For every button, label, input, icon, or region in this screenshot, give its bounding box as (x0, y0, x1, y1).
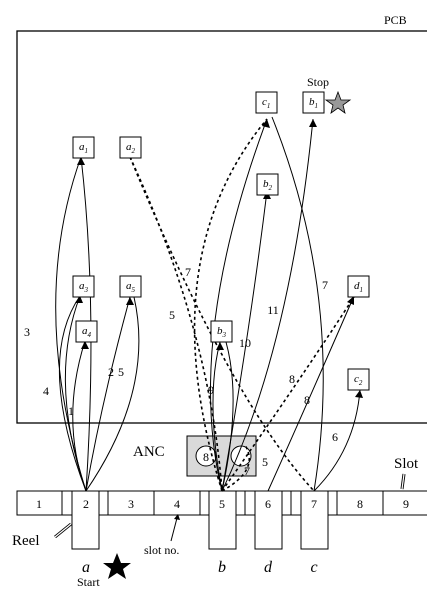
solid-move-paths (55, 116, 361, 492)
anc-hole (230, 445, 252, 467)
move-number: 1 (68, 404, 74, 418)
node-a1: a1 (72, 136, 95, 159)
anc-move-number: 7 (244, 464, 250, 478)
slot-number: 9 (403, 497, 409, 511)
svg-text:a5: a5 (126, 280, 136, 294)
svg-text:b3: b3 (217, 325, 227, 339)
move-number: 4 (43, 384, 49, 398)
feeder-reel-c (300, 490, 329, 550)
move-number: 7 (185, 265, 191, 279)
feeder-label-b: b (218, 559, 226, 576)
svg-text:c1: c1 (262, 96, 270, 110)
feeder-reel-d (254, 490, 283, 550)
feeder-label-c: c (310, 559, 317, 576)
node-c2: c2 (347, 368, 370, 391)
node-b3: b3 (210, 320, 233, 343)
move-number: 6 (332, 430, 338, 444)
move-number: 11 (267, 303, 279, 317)
reel-label: Reel (12, 533, 40, 549)
slot-number: 5 (219, 497, 225, 511)
move-number: 3 (24, 325, 30, 339)
svg-text:b2: b2 (263, 178, 273, 192)
feeder-reel-b (208, 490, 237, 550)
svg-text:a3: a3 (79, 280, 89, 294)
move-number: 8 (289, 372, 295, 386)
svg-text:d1: d1 (354, 280, 363, 294)
start-label: Start (77, 575, 100, 589)
feeder-reel-a (71, 490, 100, 550)
svg-text:a4: a4 (82, 325, 92, 339)
move-number: 5 (169, 308, 175, 322)
slot-number: 1 (36, 497, 42, 511)
arrowheads (75, 119, 363, 398)
node-b2: b2 (256, 173, 279, 196)
anc-move-number: 8 (203, 450, 209, 464)
move-number: 9 (208, 383, 214, 397)
feeder-label-d: d (264, 559, 273, 576)
node-b1: b1 (302, 91, 325, 114)
slot-number: 3 (128, 497, 134, 511)
anc-label: ANC (133, 444, 165, 460)
move-number: 5 (262, 455, 268, 469)
node-a4: a4 (75, 320, 98, 343)
slot-number: 2 (83, 497, 89, 511)
node-a5: a5 (119, 275, 142, 298)
node-c1: c1 (255, 91, 278, 114)
slot-number: 4 (174, 497, 180, 511)
svg-text:c2: c2 (354, 373, 363, 387)
move-number: 8 (304, 393, 310, 407)
node-a3: a3 (72, 275, 95, 298)
stop-star-icon (324, 90, 352, 114)
dashed-move-paths (129, 118, 355, 492)
stop-label: Stop (307, 75, 329, 89)
slot-number: 8 (357, 497, 363, 511)
slot-no-pointer (170, 517, 178, 542)
svg-text:a2: a2 (126, 141, 136, 155)
move-number: 7 (322, 278, 328, 292)
slot-no-label: slot no. (144, 543, 179, 557)
move-number: 2 (108, 365, 114, 379)
slot-number: 6 (265, 497, 271, 511)
move-number: 5 (118, 365, 124, 379)
pcb-board (16, 30, 427, 424)
slot-number: 7 (311, 497, 317, 511)
move-number: 10 (239, 336, 251, 350)
feeder-label-a: a (82, 559, 90, 576)
start-star-icon (103, 553, 131, 579)
slot-label: Slot (394, 456, 419, 472)
svg-text:b1: b1 (309, 96, 318, 110)
node-a2: a2 (119, 136, 142, 159)
svg-text:a1: a1 (79, 141, 88, 155)
pcb-label: PCB (384, 13, 407, 27)
node-d1: d1 (347, 275, 370, 298)
